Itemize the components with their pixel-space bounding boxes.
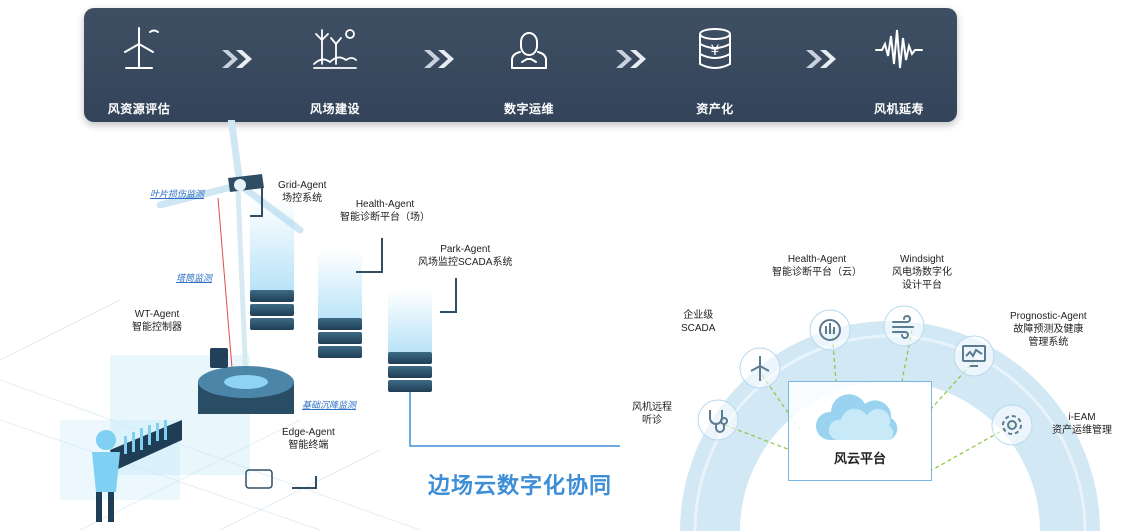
prognostic-agent-label: Prognostic-Agent 故障预测及健康 管理系统 xyxy=(1010,311,1087,348)
chevron-right-icon xyxy=(222,50,252,68)
waveform-icon xyxy=(875,29,923,69)
foundation-settlement-monitoring-label: 基础沉降监测 xyxy=(302,400,357,410)
i-eam-label: i-EAM 资产运维管理 xyxy=(1052,412,1112,436)
park-agent-server xyxy=(388,290,432,392)
health-agent-server xyxy=(318,250,362,358)
edge-field-cloud-slogan: 边场云数字化协同 xyxy=(428,473,613,498)
park-agent-label: Park-Agent 风场监控SCADA系统 xyxy=(418,244,513,268)
tower-monitoring-label: 塔筒监测 xyxy=(176,273,213,283)
stage-lifetime-extension: 风机延寿 xyxy=(844,8,954,122)
wind-farm-construction-icon xyxy=(313,29,357,69)
wind-icon xyxy=(892,315,914,339)
lifecycle-bar: 风资源评估 风场建设 xyxy=(84,8,957,122)
stage-label: 风机延寿 xyxy=(873,102,924,116)
health-agent-cloud-label: Health-Agent 智能诊断平台（云） xyxy=(772,254,862,278)
grid-agent-server xyxy=(250,200,294,330)
edge-scene-illustration xyxy=(0,120,620,531)
maintenance-engineer-icon xyxy=(511,32,547,69)
wind-turbine-icon xyxy=(124,27,159,69)
chevron-right-icon xyxy=(424,50,454,68)
grid-agent-label: Grid-Agent 场控系统 xyxy=(278,180,327,204)
yen-coin-stack-icon: ¥ xyxy=(699,28,731,69)
stage-assetization: ¥ 资产化 xyxy=(660,8,770,122)
monitor-icon xyxy=(962,345,986,367)
stage-label: 资产化 xyxy=(696,102,734,116)
stethoscope-icon xyxy=(709,410,728,433)
turbine-icon xyxy=(750,356,770,381)
stage-label: 风场建设 xyxy=(309,102,360,116)
cloud-icon xyxy=(815,394,898,440)
chevron-right-icon xyxy=(806,50,836,68)
chevron-right-icon xyxy=(616,50,646,68)
windsight-label: Windsight 风电场数字化 设计平台 xyxy=(892,254,952,291)
enterprise-scada-label: 企业级 SCADA xyxy=(681,310,716,334)
wind-cloud-platform-box: 风云平台 xyxy=(788,381,932,481)
wt-agent-label: WT-Agent 智能控制器 xyxy=(132,309,182,333)
diagnosis-icon xyxy=(819,319,841,341)
edge-agent-label: Edge-Agent 智能终端 xyxy=(282,427,335,451)
stage-wind-resource: 风资源评估 xyxy=(84,8,194,122)
remote-auscultation-label: 风机远程 听诊 xyxy=(632,402,672,426)
cloud-platform-title: 风云平台 xyxy=(833,451,886,466)
blade-damage-monitoring-label: 叶片损伤监测 xyxy=(150,189,205,199)
stage-label: 风资源评估 xyxy=(107,102,171,116)
stage-wind-farm-construction: 风场建设 xyxy=(280,8,390,122)
stage-label: 数字运维 xyxy=(503,102,554,116)
health-agent-field-label: Health-Agent 智能诊断平台（场） xyxy=(340,199,430,223)
stage-digital-maintenance: 数字运维 xyxy=(474,8,584,122)
gear-icon xyxy=(1002,415,1022,435)
svg-text:¥: ¥ xyxy=(711,43,720,59)
